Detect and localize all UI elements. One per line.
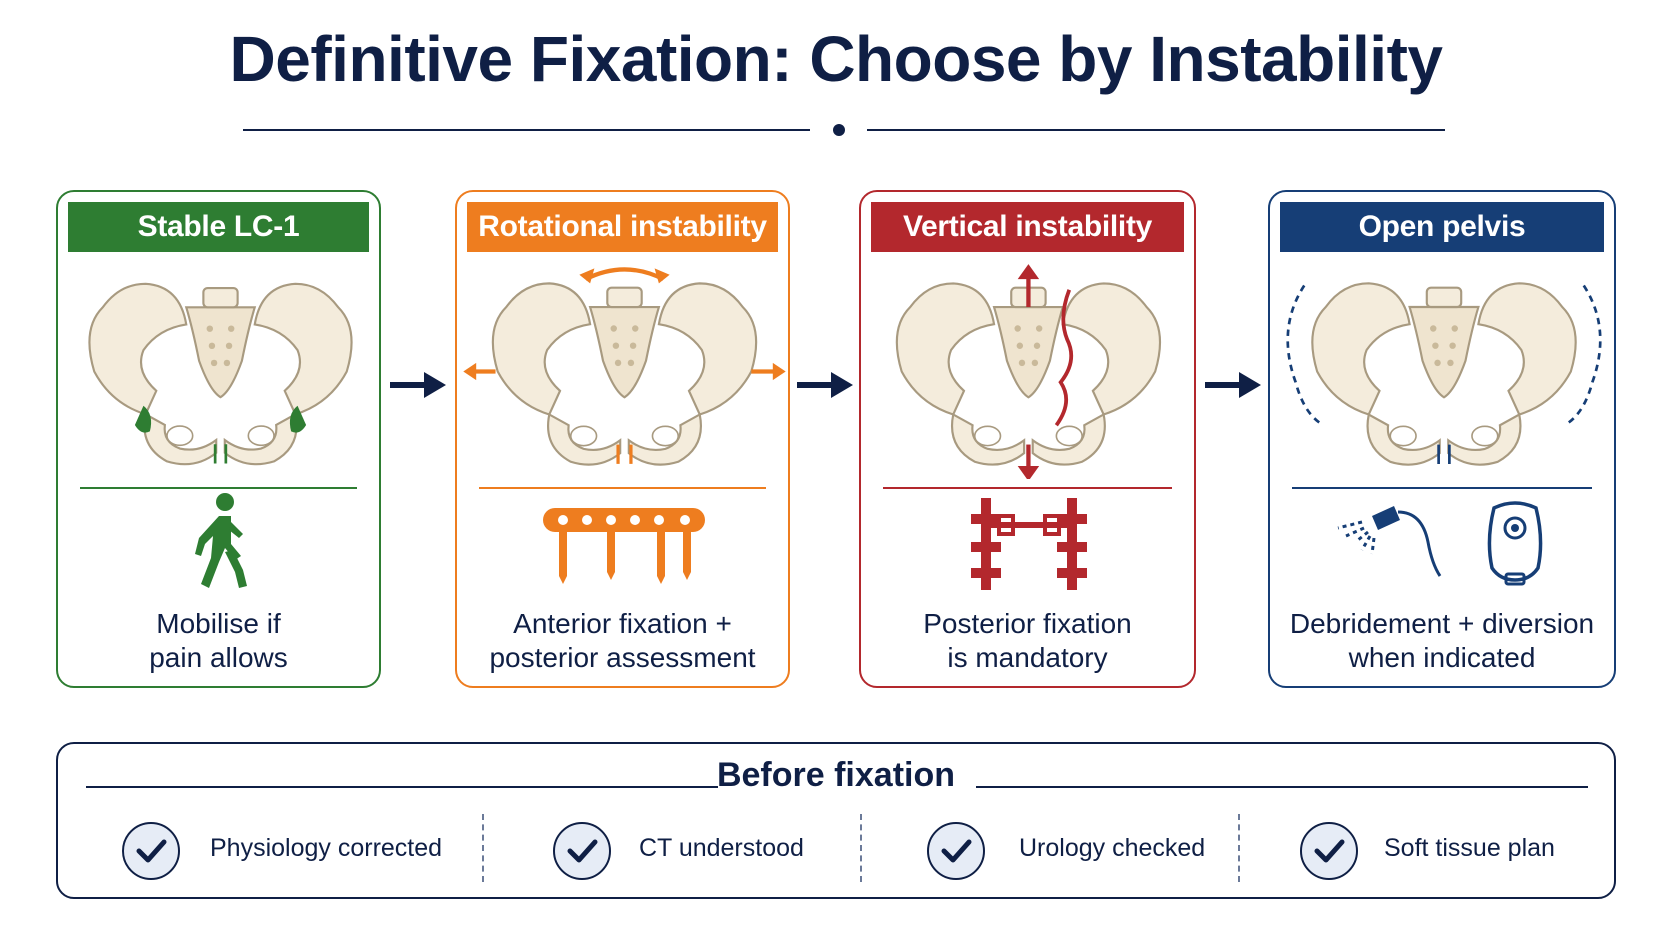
card-divider [479,487,766,489]
before-rule-right [976,786,1588,788]
arrow-right-icon [1205,372,1261,398]
pelvis-rotational-illustration [463,267,786,466]
card-header-vertical: Vertical instability [871,202,1184,252]
before-rule-left [86,786,718,788]
card-text-line2: is mandatory [947,642,1108,673]
stoma-bag-icon [1487,501,1543,586]
check-icon [927,822,985,880]
before-fixation-panel: Before fixation Physiology corrected CT … [56,742,1616,899]
title-rule-left [243,129,810,131]
card-text-line1: Posterior fixation [923,608,1132,639]
card-text-line2: pain allows [149,642,288,673]
card-rotational: Rotational instability Anterior fixation… [455,190,790,688]
title-rule-dot [833,124,845,136]
checklist-label: Physiology corrected [210,834,443,862]
before-fixation-title: Before fixation [716,756,956,794]
card-open-pelvis: Open pelvis Debridement + diversion when… [1268,190,1616,688]
arrow-right-icon [797,372,853,398]
external-fixator-icon [971,498,1087,590]
card-header-rotational: Rotational instability [467,202,778,252]
pelvis-stable-illustration [88,282,353,466]
pelvis-vertical-illustration [895,264,1162,479]
card-header-stable: Stable LC-1 [68,202,369,252]
card-header-open: Open pelvis [1280,202,1604,252]
checklist-label: Soft tissue plan [1384,834,1555,862]
checklist-separator [482,814,484,882]
card-divider [1292,487,1592,489]
checklist-separator [860,814,862,882]
check-icon [122,822,180,880]
check-icon [553,822,611,880]
page-title: Definitive Fixation: Choose by Instabili… [229,23,1443,95]
card-text-line1: Mobilise if [156,608,281,639]
irrigation-icon [1337,506,1442,577]
checklist-label: Urology checked [1019,834,1206,862]
bone-plate-screws-icon [543,508,705,584]
card-stable-lc1: Stable LC-1 Mobilise if pain allows [56,190,381,688]
check-icon [1300,822,1358,880]
card-text-line1: Debridement + diversion [1289,608,1595,639]
card-vertical: Vertical instability Posterior fixation … [859,190,1196,688]
walking-person-icon [195,493,247,588]
card-text-line1: Anterior fixation + [513,608,732,639]
arrow-right-icon [390,372,446,398]
card-divider [883,487,1172,489]
pelvis-open-illustration [1286,282,1602,466]
card-divider [80,487,357,489]
card-text-line2: posterior assessment [489,642,756,673]
title-rule-right [867,129,1445,131]
checklist-separator [1238,814,1240,882]
card-text-line2: when indicated [1348,642,1536,673]
checklist-label: CT understood [639,834,804,862]
